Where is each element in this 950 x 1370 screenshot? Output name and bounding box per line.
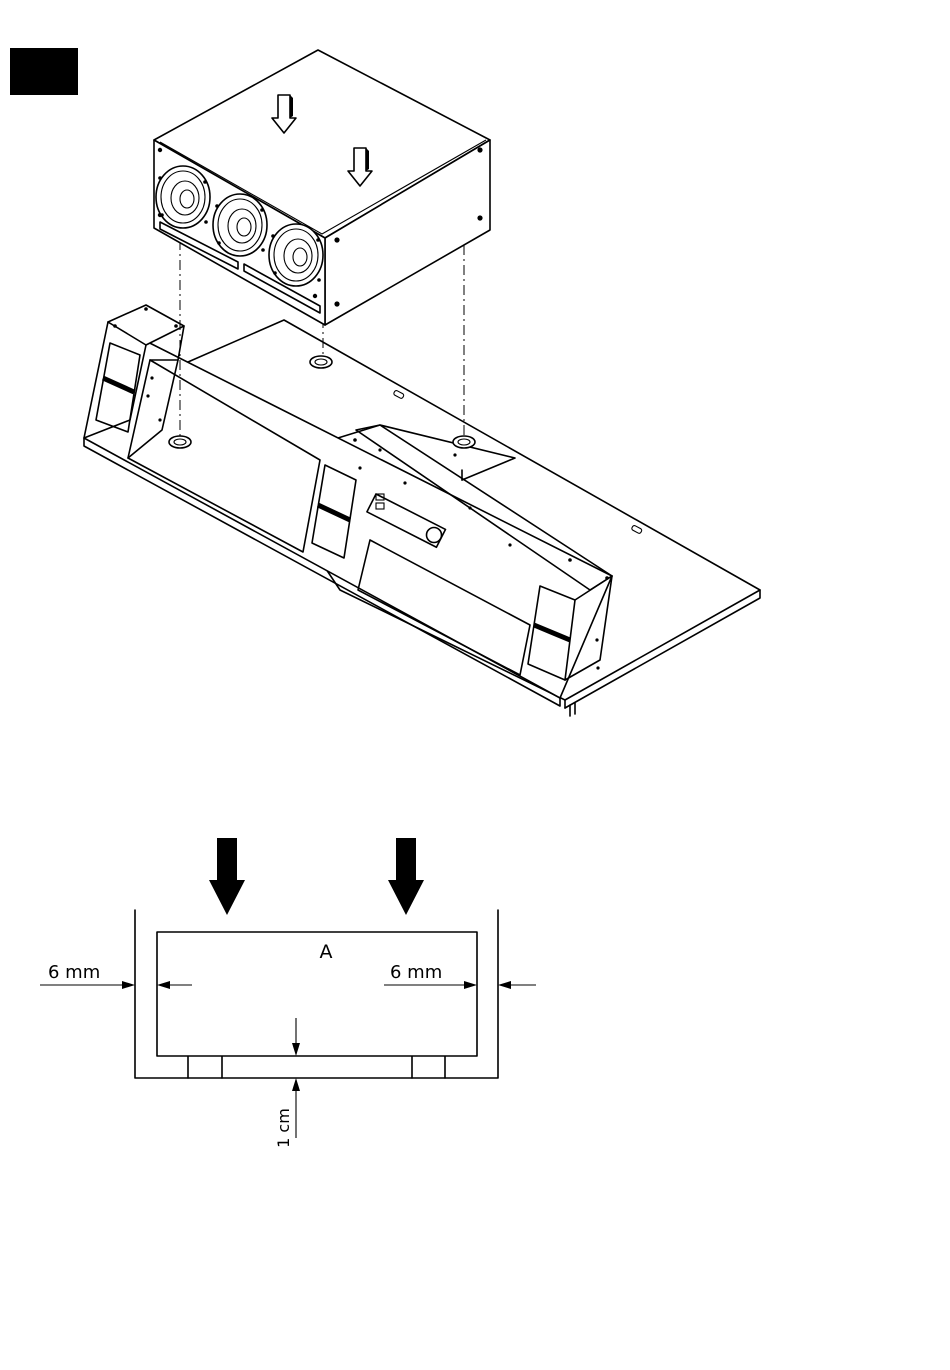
right-gap-label: 6 mm xyxy=(390,962,442,983)
push-arrow-left-icon xyxy=(209,838,245,915)
volume-knob xyxy=(427,528,442,543)
center-speaker-cabinet xyxy=(154,50,490,325)
woofer-left xyxy=(156,166,210,228)
left-gap-label: 6 mm xyxy=(48,962,100,983)
woofer-right xyxy=(269,224,323,286)
box-label-a: A xyxy=(320,941,333,963)
speaker-box-a xyxy=(157,932,477,1056)
woofer-middle xyxy=(213,194,267,256)
console-frame xyxy=(84,305,760,716)
bottom-gap-label: 1 cm xyxy=(274,1108,293,1148)
assembly-illustration xyxy=(0,0,950,760)
push-arrow-right-icon xyxy=(388,838,424,915)
cavity-outline xyxy=(135,910,188,1078)
